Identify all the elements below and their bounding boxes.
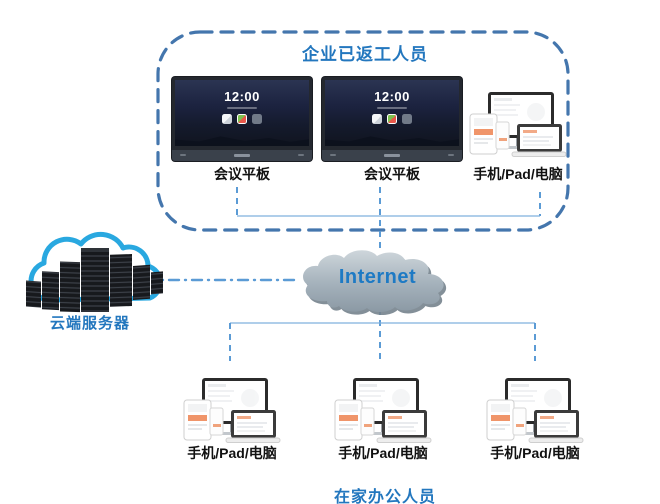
wallpaper-mountain [325,136,459,146]
device-cluster-office-label: 手机/Pad/电脑 [473,166,563,182]
meeting-panel-2: 12:00 [322,77,462,161]
panel-logo [234,154,250,157]
top-group-title: 企业已返工人员 [302,45,428,64]
device-cluster-home-1-label: 手机/Pad/电脑 [187,445,277,461]
meeting-panel-1: 12:00 [172,77,312,161]
whiteboard-app-icon [372,114,382,124]
internet-label: Internet [338,266,417,288]
device-cluster-home-1 [182,376,282,446]
device-cluster-home-3-label: 手机/Pad/电脑 [490,445,580,461]
panel-app-icons [325,114,459,124]
top-group-border [156,30,570,232]
cloud-server-label: 云端服务器 [49,315,130,332]
device-cluster-home-2 [333,376,433,446]
panel-logo [384,154,400,157]
panel-bottom-bezel [322,150,462,161]
panel-bottom-bezel [172,150,312,161]
device-cluster-office [468,90,568,160]
server-racks [26,248,163,313]
wallpaper-mountain [175,136,309,146]
panel-date-hint [377,107,407,109]
panel-screen: 12:00 [175,80,309,146]
meeting-panel-1-label: 会议平板 [214,166,270,182]
bottom-group-title: 在家办公人员 [333,489,436,504]
device-cluster-home-2-label: 手机/Pad/电脑 [338,445,428,461]
settings-app-icon [402,114,412,124]
panel-clock: 12:00 [374,89,410,104]
panel-clock: 12:00 [224,89,260,104]
meeting-panel-2-label: 会议平板 [364,166,420,182]
panel-app-icons [175,114,309,124]
calendar-app-icon [237,114,247,124]
panel-date-hint [227,107,257,109]
internet-cloud [303,250,447,315]
calendar-app-icon [387,114,397,124]
whiteboard-app-icon [222,114,232,124]
settings-app-icon [252,114,262,124]
panel-screen: 12:00 [325,80,459,146]
cloud-server-illustration [26,231,163,313]
device-cluster-home-3 [485,376,585,446]
